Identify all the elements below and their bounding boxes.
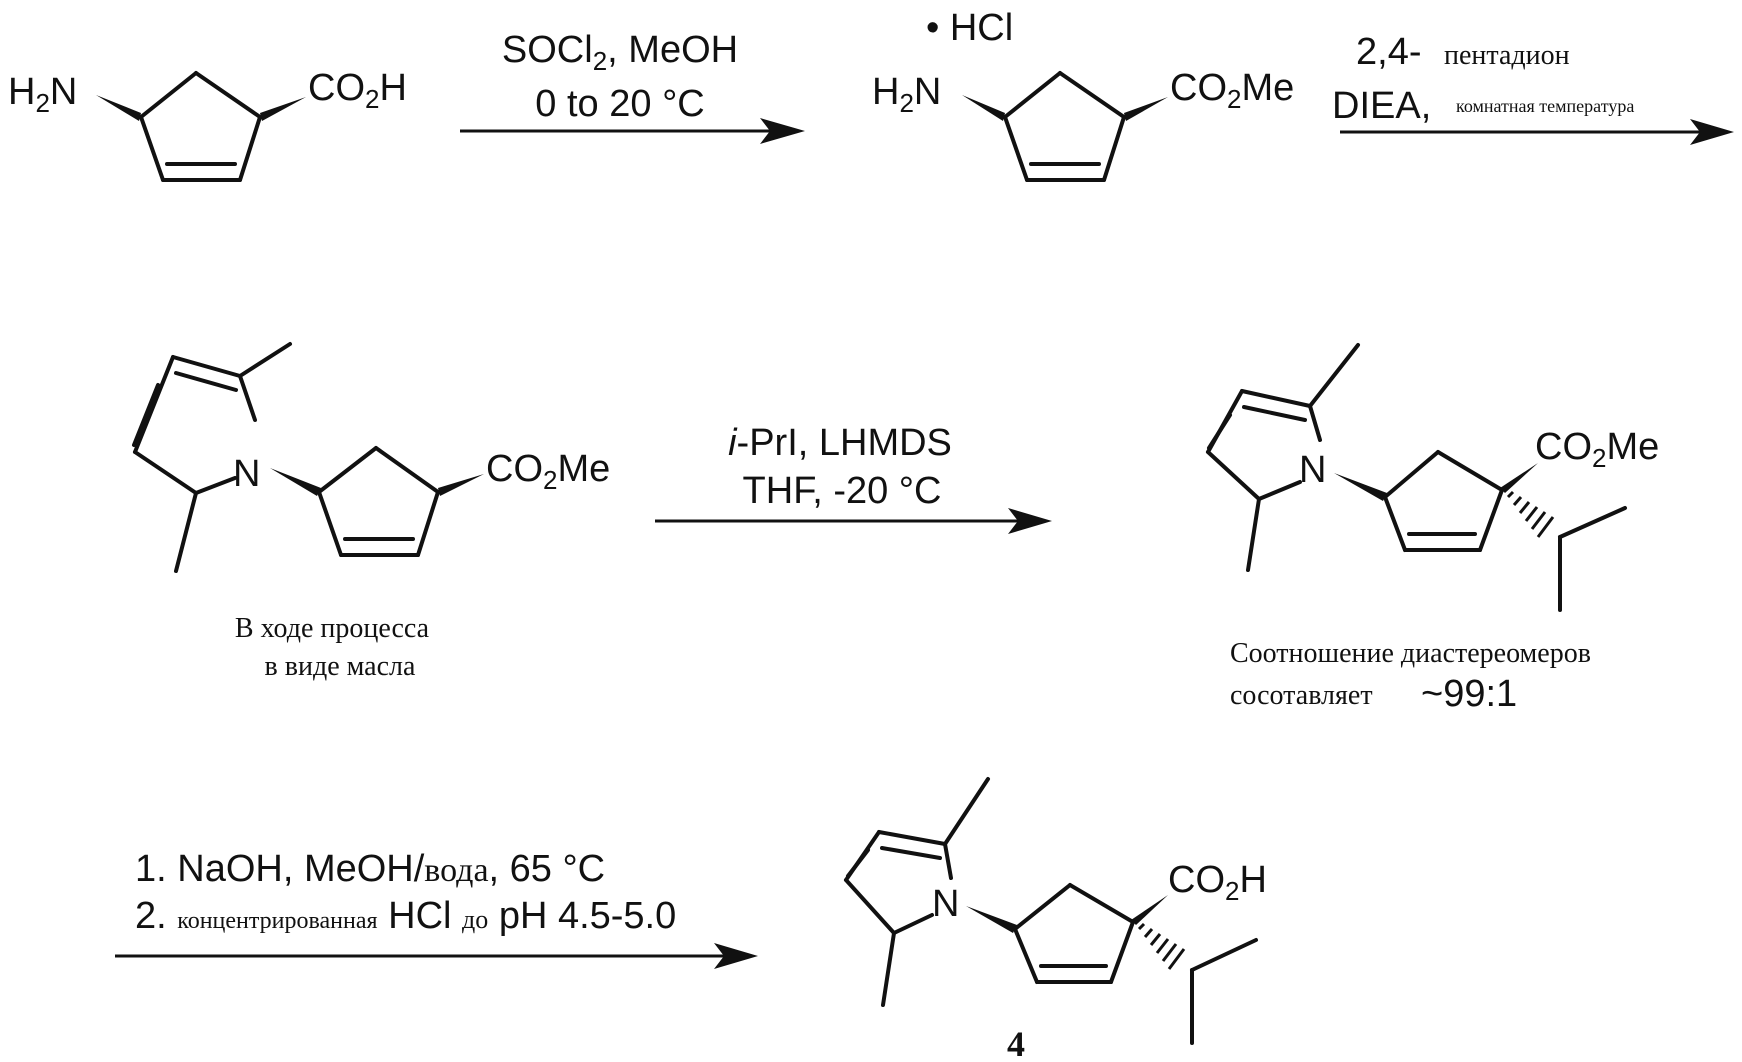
compound-ester-salt: • HCl H2N CO2Me: [872, 7, 1294, 180]
pyrrole-ester-wedge-ester: [438, 474, 484, 496]
compound-start: H2N CO2H: [8, 67, 407, 180]
arrow-step4: 1. NaOH, MeOH/вода, 65 °C 2. концентриро…: [115, 848, 758, 969]
product-wedge-n: [966, 906, 1017, 933]
arrow-step1: SOCl2, MeOH 0 to 20 °C: [460, 29, 805, 144]
ratio-note-line2: сосотавляет: [1230, 680, 1373, 711]
salt-wedge-n: [962, 95, 1005, 121]
step4-line2: 2. концентрированная HCl до pH 4.5-5.0: [135, 895, 676, 937]
start-acid-label: CO2H: [308, 67, 407, 114]
compound-alkylated-ester: N CO2Me Соотношение диастереомеров сосот…: [1208, 345, 1659, 715]
product-wedge-acid: [1131, 895, 1168, 925]
ester-salt-ester-label: CO2Me: [1170, 67, 1294, 114]
salt-wedge-ester: [1124, 97, 1168, 121]
start-wedge-acid: [260, 97, 306, 121]
alkylated-hash-bond: [1508, 492, 1553, 537]
hcl-salt-label: • HCl: [926, 7, 1013, 49]
alkylated-ester-label: CO2Me: [1535, 426, 1659, 473]
compound-product: N CO2H 4: [846, 779, 1267, 1062]
product-hash-bond: [1139, 924, 1184, 969]
step4-line1: 1. NaOH, MeOH/вода, 65 °C: [135, 848, 605, 890]
step2-dione-number: 2,4-: [1356, 31, 1421, 73]
product-acid-label: CO2H: [1168, 859, 1267, 906]
pyrrole-ester-ester-label: CO2Me: [486, 448, 610, 495]
oil-note-line1: В ходе процесса: [235, 613, 430, 644]
step3-reagents: i-PrI, LHMDS: [728, 422, 952, 464]
step2-temperature: комнатная температура: [1456, 96, 1634, 116]
arrow-step2: 2,4- пентадион DIEA, комнатная температу…: [1332, 31, 1734, 145]
ratio-note-line1: Соотношение диастереомеров: [1230, 638, 1591, 669]
compound-pyrrole-ester: N CO2Me В ходе процесса в виде масла: [134, 344, 610, 682]
step2-base: DIEA,: [1332, 85, 1431, 127]
alkylated-wedge-n: [1334, 473, 1387, 501]
start-wedge-n: [96, 95, 141, 121]
ester-salt-amine-label: H2N: [872, 71, 941, 118]
step1-conditions: 0 to 20 °C: [535, 83, 704, 125]
alkylated-wedge-ester: [1500, 463, 1538, 493]
product-number: 4: [1007, 1024, 1025, 1062]
oil-note-line2: в виде масла: [265, 651, 416, 682]
pyrrole-ester-n-label: N: [233, 453, 260, 495]
step2-dione-name: пентадион: [1444, 40, 1570, 71]
alkylated-n-label: N: [1299, 449, 1326, 491]
ratio-value: ~99:1: [1421, 673, 1517, 715]
arrow-step3: i-PrI, LHMDS THF, -20 °C: [655, 422, 1052, 534]
pyrrole-ester-wedge-n: [270, 468, 321, 496]
step1-reagents: SOCl2, MeOH: [502, 29, 738, 76]
start-amine-label: H2N: [8, 71, 77, 118]
step3-conditions: THF, -20 °C: [743, 470, 942, 512]
product-n-label: N: [932, 883, 959, 925]
